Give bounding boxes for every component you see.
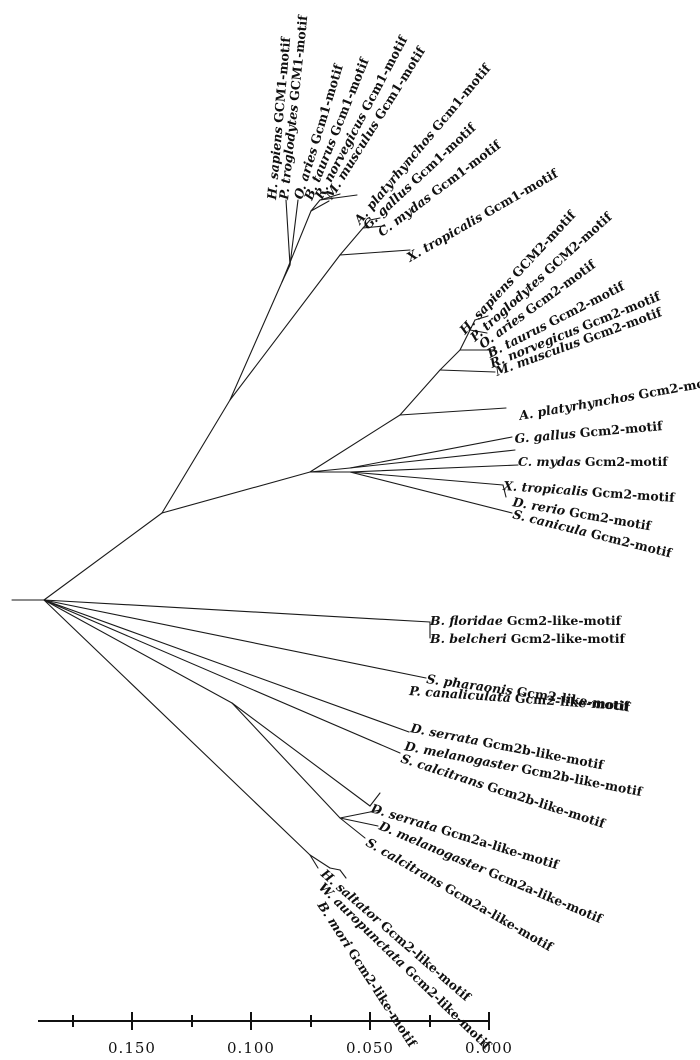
tree-branch <box>285 199 291 266</box>
axis-tick-label: 0.100 <box>227 1039 275 1057</box>
tip-species: B. belcheri <box>429 631 507 646</box>
tip-species: A. platyrhynchos <box>517 388 636 423</box>
tree-branch <box>43 512 163 601</box>
tree-branches <box>11 193 519 879</box>
tip-species: X. tropicalis <box>403 209 485 265</box>
tip-gene: Gcm2-motif <box>589 526 675 561</box>
tree-branch <box>229 281 283 401</box>
tree-branch <box>309 414 401 473</box>
tip-gene: Gcm2-like-motif <box>514 690 631 713</box>
tip-label: B. floridae Gcm2-like-motif <box>429 613 623 628</box>
tip-gene: Gcm2-like-motif <box>345 946 421 1051</box>
tree-branch <box>349 471 504 486</box>
axis-tick-label: 0.150 <box>108 1039 156 1057</box>
distance-axis: 0.150 0.100 0.050 0.000 <box>38 1012 513 1057</box>
tip-gene: Gcm2-motif <box>591 484 676 505</box>
tip-gene: Gcm2-like-motif <box>511 631 627 646</box>
axis-tick-label: 0.000 <box>465 1039 513 1057</box>
tip-label: A. platyrhynchosGcm2-motif <box>517 372 700 423</box>
tip-species: G. gallus <box>514 426 576 446</box>
tip-species: H. sapiens <box>264 126 285 201</box>
tree-branch <box>161 399 231 514</box>
tree-branch <box>469 319 476 331</box>
tip-gene: Gcm2-motif <box>585 454 669 469</box>
tree-branch <box>399 407 507 416</box>
tip-species: P. canaliculata <box>408 683 512 705</box>
tree-branch <box>469 329 488 334</box>
tree-branch <box>43 599 431 623</box>
tree-branch <box>309 854 331 869</box>
tree-branch <box>369 217 381 221</box>
tree-branch <box>349 464 519 473</box>
tree-branch <box>362 225 385 229</box>
tree-branch <box>43 599 410 733</box>
tip-label: B. belcheri Gcm2-like-motif <box>429 631 626 646</box>
tree-branch <box>329 867 341 871</box>
tip-species: B. floridae <box>429 613 503 628</box>
tree-branch <box>349 449 516 469</box>
tree-branch <box>229 254 341 401</box>
tree-branch <box>502 484 507 498</box>
tip-gene: Gcm2-motif <box>637 372 700 401</box>
tree-branch <box>43 599 311 856</box>
tree-branch <box>349 471 513 514</box>
tree-branch <box>349 436 513 469</box>
tip-species: X. tropicalis <box>502 478 589 499</box>
tree-branch <box>289 199 299 266</box>
tip-gene: Gcm1-motif <box>481 165 562 220</box>
tree-branch <box>339 869 347 879</box>
tip-gene: GCM1-motif <box>286 13 310 102</box>
tip-species: C. mydas <box>518 454 581 469</box>
tree-branch <box>459 329 471 351</box>
tree-branch <box>43 599 401 754</box>
tree-branch <box>362 219 371 229</box>
tree-branch <box>43 599 233 704</box>
tree-branch <box>339 817 379 827</box>
tree-branch <box>439 369 496 373</box>
tree-branch <box>399 369 441 416</box>
tree-branch <box>369 792 381 807</box>
tree-branch <box>281 210 312 283</box>
tree-branch <box>310 200 330 212</box>
tree-branch <box>43 599 427 679</box>
tree-branch <box>339 227 364 256</box>
tree-branch <box>161 471 311 514</box>
tree-branch <box>339 817 366 839</box>
axis-tick-label: 0.050 <box>346 1039 394 1057</box>
tree-branch <box>231 702 341 819</box>
tree-branch <box>439 349 461 371</box>
tree-branch <box>339 809 381 819</box>
tree-branch <box>309 854 319 869</box>
tree-branch <box>231 702 371 807</box>
tip-gene: Gcm2-motif <box>579 418 664 440</box>
tip-gene: Gcm1-motif <box>429 60 495 134</box>
tree-branch <box>319 194 358 201</box>
tree-branch <box>339 249 411 256</box>
tip-gene: Gcm2-like-motif <box>507 613 623 628</box>
tip-label: C. mydas Gcm2-motif <box>518 454 669 469</box>
tree-branch <box>474 315 489 321</box>
tree-branch <box>309 467 351 473</box>
tree-branch <box>310 199 321 212</box>
